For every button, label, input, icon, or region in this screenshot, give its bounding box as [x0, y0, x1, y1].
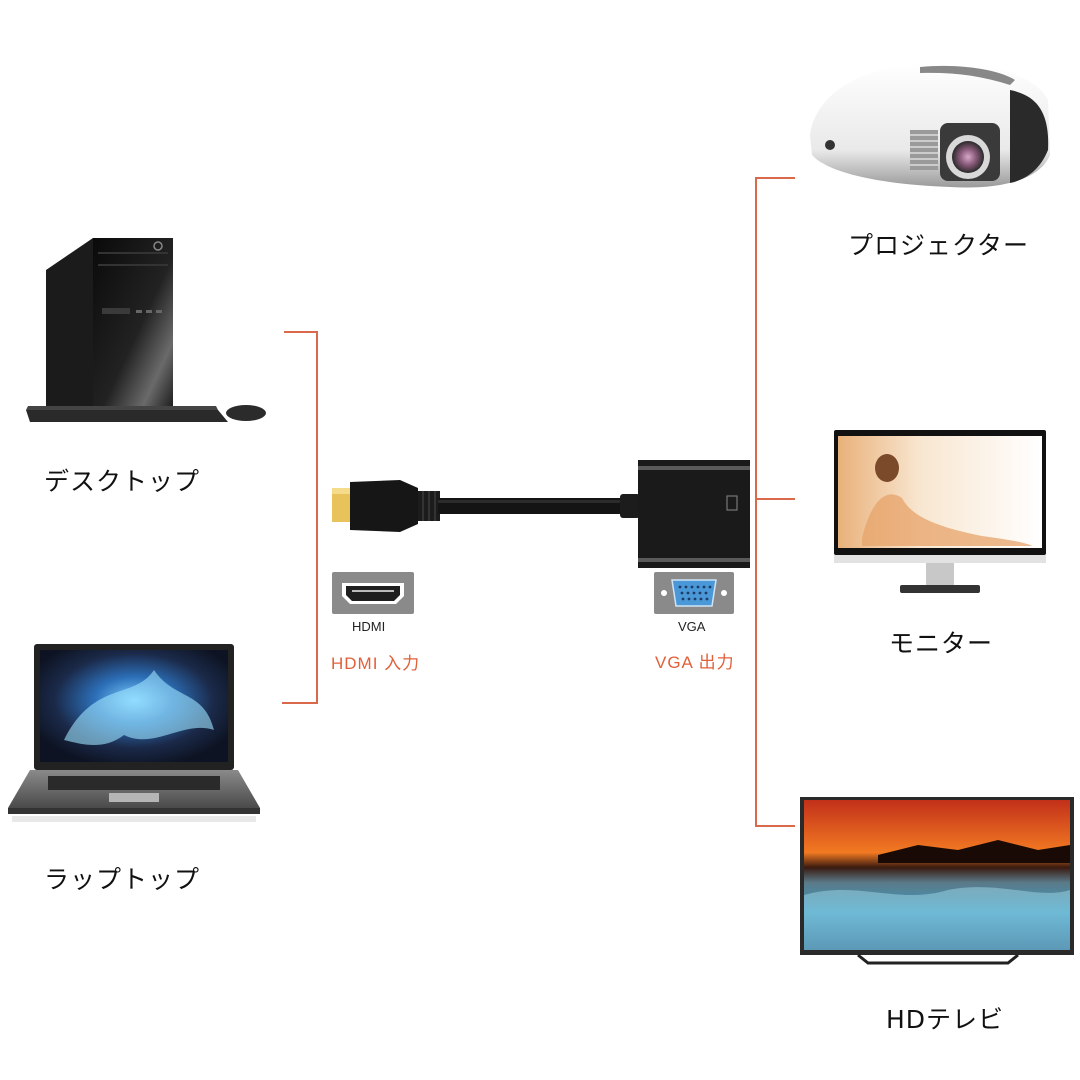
hdtv-device	[798, 795, 1076, 970]
destination-bracket-middle	[755, 498, 795, 500]
projector-device	[800, 55, 1055, 195]
source-bracket-top	[284, 331, 318, 333]
vga-port-caption: VGA	[678, 619, 706, 634]
hdmi-port-caption: HDMI	[352, 619, 386, 634]
desktop-device	[18, 230, 268, 430]
projector-label: プロジェクター	[848, 231, 1030, 260]
monitor-icon	[834, 430, 1046, 593]
laptop-icon	[8, 644, 260, 822]
destination-bracket-top	[755, 177, 795, 179]
source-bracket-vertical	[316, 331, 318, 704]
monitor-label: モニター	[889, 629, 994, 658]
hdmi-to-vga-adapter	[330, 444, 750, 574]
adapter-cable-icon	[332, 460, 750, 568]
destination-bracket-vertical	[755, 177, 757, 827]
vga-port-icon	[654, 572, 734, 614]
hd-tv-icon	[800, 797, 1074, 965]
projector-icon	[810, 62, 1050, 188]
hdtv-label: HDテレビ	[886, 1005, 1005, 1034]
hdmi-port-badge	[332, 572, 414, 614]
hdmi-input-title: HDMI 入力	[331, 654, 421, 673]
vga-output-title: VGA 出力	[655, 653, 735, 672]
destination-bracket-bottom	[755, 825, 795, 827]
desktop-label: デスクトップ	[44, 467, 201, 496]
laptop-label: ラップトップ	[44, 865, 201, 894]
vga-port-badge	[654, 572, 734, 614]
desktop-pc-icon	[26, 238, 266, 422]
monitor-device	[832, 428, 1048, 598]
hdmi-port-icon	[332, 572, 414, 614]
source-bracket-bottom	[282, 702, 318, 704]
laptop-device	[4, 640, 264, 830]
